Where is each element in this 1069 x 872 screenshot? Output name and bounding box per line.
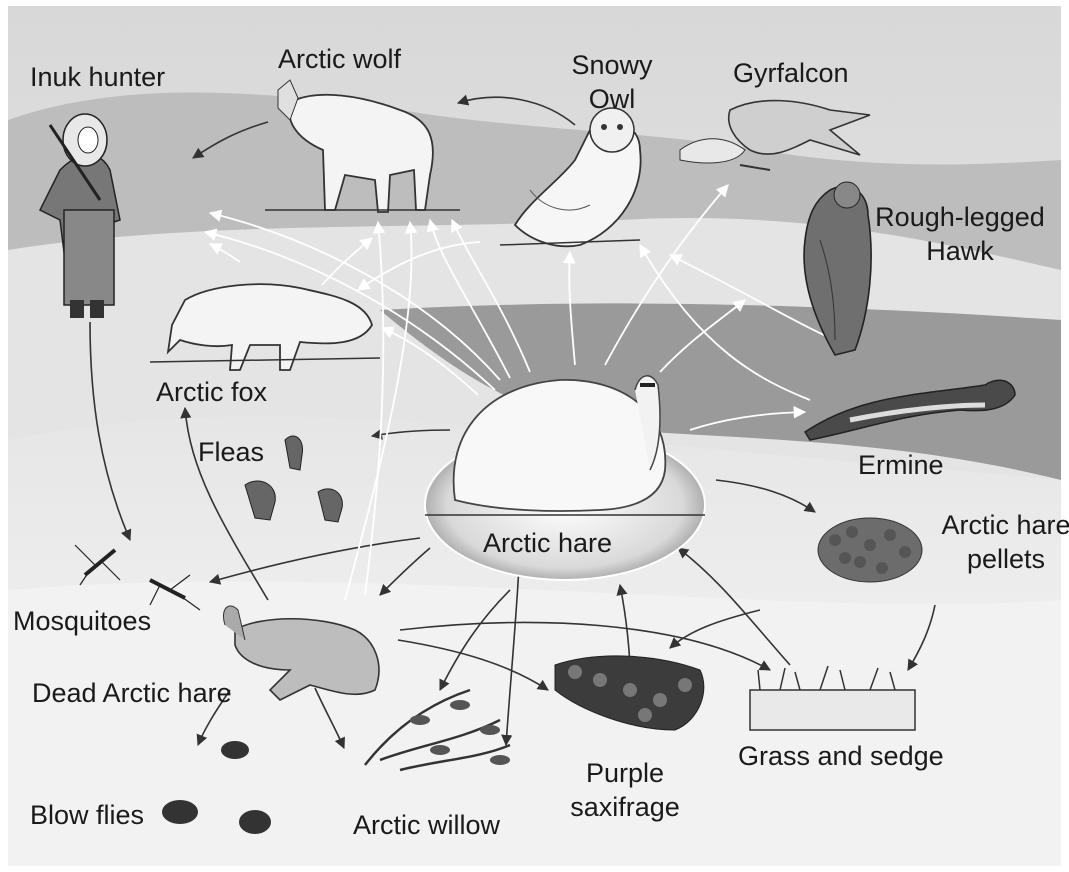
label-arctic-hare-pellets-line-1: Arctic hare <box>941 510 1069 541</box>
label-gyrfalcon: Gyrfalcon <box>733 58 849 89</box>
label-arctic-willow: Arctic willow <box>353 810 500 841</box>
label-arctic-fox: Arctic fox <box>156 377 267 408</box>
label-inuk-hunter: Inuk hunter <box>30 62 165 93</box>
label-rough-legged-hawk-line-2: Hawk <box>926 236 994 267</box>
label-purple-saxifrage-line-2: saxifrage <box>570 792 680 823</box>
label-rough-legged-hawk-line-1: Rough-legged <box>875 202 1045 233</box>
label-arctic-hare-pellets-line-2: pellets <box>967 544 1045 575</box>
pellets-icon <box>818 518 922 582</box>
label-grass-and-sedge: Grass and sedge <box>738 741 944 772</box>
label-purple-saxifrage-line-1: Purple <box>586 758 664 789</box>
label-dead-arctic-hare: Dead Arctic hare <box>32 678 232 709</box>
label-ermine: Ermine <box>858 450 944 481</box>
label-blow-flies: Blow flies <box>30 800 144 831</box>
label-arctic-wolf: Arctic wolf <box>278 44 401 75</box>
label-snowy-owl-line-1: Snowy <box>571 50 652 81</box>
label-fleas: Fleas <box>198 437 264 468</box>
label-arctic-hare: Arctic hare <box>483 528 612 559</box>
label-snowy-owl-line-2: Owl <box>589 84 636 115</box>
label-mosquitoes: Mosquitoes <box>13 606 151 637</box>
